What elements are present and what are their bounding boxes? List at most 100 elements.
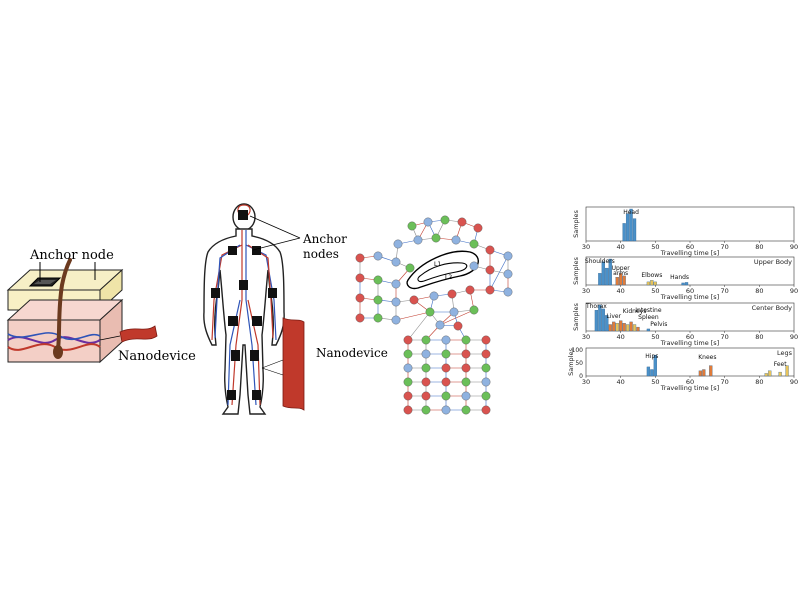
- loop-inner: [417, 262, 468, 283]
- anchor-node-knee-l: [231, 350, 240, 361]
- network-node: [429, 291, 439, 301]
- histogram-bar: [646, 281, 651, 286]
- x-tick-label: 50: [651, 378, 659, 386]
- network-edge: [395, 311, 431, 321]
- network-node: [469, 239, 479, 249]
- network-node: [409, 295, 419, 305]
- network-node: [373, 251, 383, 261]
- histogram-bar: [612, 321, 616, 332]
- histogram-bar: [785, 365, 789, 377]
- loop-outer: [406, 250, 479, 290]
- network-node: [413, 235, 423, 245]
- body-nanodevice-label: Nanodevice: [316, 346, 388, 360]
- body-nano-pointer-2: [261, 367, 284, 376]
- panel-skin: Anchor node Nanodevice: [6, 248, 196, 364]
- x-tick-label: 90: [790, 333, 798, 341]
- region-label: Upper: [612, 265, 631, 272]
- body-outline: [203, 203, 285, 415]
- network-node: [355, 293, 365, 303]
- network-node: [391, 315, 401, 325]
- x-tick-label: 70: [721, 243, 729, 251]
- x-tick-label: 60: [686, 287, 694, 295]
- body-nanodevice-icon: [282, 317, 305, 411]
- histogram-bar: [619, 320, 623, 332]
- histogram-frame: [585, 347, 795, 377]
- network-node: [451, 235, 461, 245]
- histogram-bar: [598, 304, 602, 332]
- histogram-bar: [632, 324, 637, 332]
- y-tick-label: 100: [572, 347, 584, 354]
- x-axis-label: Travelling time [s]: [660, 384, 719, 392]
- loop-label-2: L2: [445, 274, 452, 281]
- anchor-node-head: [238, 210, 248, 220]
- histogram-bar: [646, 328, 651, 332]
- network-node: [447, 289, 457, 299]
- network-node: [481, 405, 491, 415]
- histogram-bar: [681, 282, 685, 286]
- x-tick-label: 90: [790, 378, 798, 386]
- network-node: [440, 215, 450, 225]
- x-tick-label: 40: [617, 333, 625, 341]
- network-node: [431, 233, 441, 243]
- network-node: [441, 391, 451, 401]
- section-label: Legs: [777, 349, 793, 357]
- network-node: [403, 405, 413, 415]
- anchor-node-hip-l: [228, 316, 238, 326]
- network-node: [449, 307, 459, 317]
- histogram-bar: [601, 308, 605, 332]
- network-node: [403, 335, 413, 345]
- histogram-frame: [585, 206, 795, 242]
- x-tick-label: 30: [582, 333, 590, 341]
- x-tick-label: 50: [651, 243, 659, 251]
- anchor-pointer-b: [249, 215, 301, 239]
- network-node: [373, 295, 383, 305]
- histogram-bar: [629, 208, 633, 242]
- x-tick-label: 50: [651, 333, 659, 341]
- histogram-bar: [768, 370, 772, 377]
- network-node: [481, 391, 491, 401]
- histogram-bar: [608, 258, 612, 286]
- network-node: [469, 261, 479, 271]
- panel-network: L1 L2: [355, 215, 513, 415]
- network-edge: [439, 309, 475, 326]
- x-tick-label: 40: [617, 378, 625, 386]
- network-node: [355, 253, 365, 263]
- anchor-nodes: [211, 210, 277, 400]
- x-tick-label: 80: [755, 333, 763, 341]
- histogram-bar: [709, 365, 713, 377]
- histogram-bar: [608, 324, 612, 332]
- region-label: Hands: [670, 274, 689, 281]
- network-node: [461, 377, 471, 387]
- anchor-node-knee-r: [250, 350, 259, 361]
- y-tick-label: 0: [579, 373, 583, 380]
- histogram-bar: [702, 369, 706, 377]
- network-nodes: [355, 215, 513, 415]
- network-node: [435, 320, 445, 330]
- body-anchor-label-2: nodes: [303, 247, 339, 261]
- histogram-bar: [622, 223, 626, 242]
- network-node: [403, 391, 413, 401]
- region-label: Kidneys: [623, 308, 647, 315]
- histogram-bar: [698, 370, 703, 377]
- network-node: [503, 287, 513, 297]
- network-node: [473, 223, 483, 233]
- network-node: [423, 217, 433, 227]
- region-label: Thorax: [585, 303, 607, 310]
- network-node: [421, 349, 431, 359]
- x-axis-label: Travelling time [s]: [660, 293, 719, 301]
- network-node: [481, 377, 491, 387]
- network-node: [441, 349, 451, 359]
- network-node: [355, 273, 365, 283]
- network-edge: [407, 311, 431, 341]
- region-label: Pelvis: [650, 321, 667, 328]
- network-node: [485, 285, 495, 295]
- anchor-node-label: Anchor node: [29, 248, 114, 263]
- x-axis-label: Travelling time [s]: [660, 249, 719, 257]
- network-node: [503, 269, 513, 279]
- nanodevice-icon: [119, 325, 158, 343]
